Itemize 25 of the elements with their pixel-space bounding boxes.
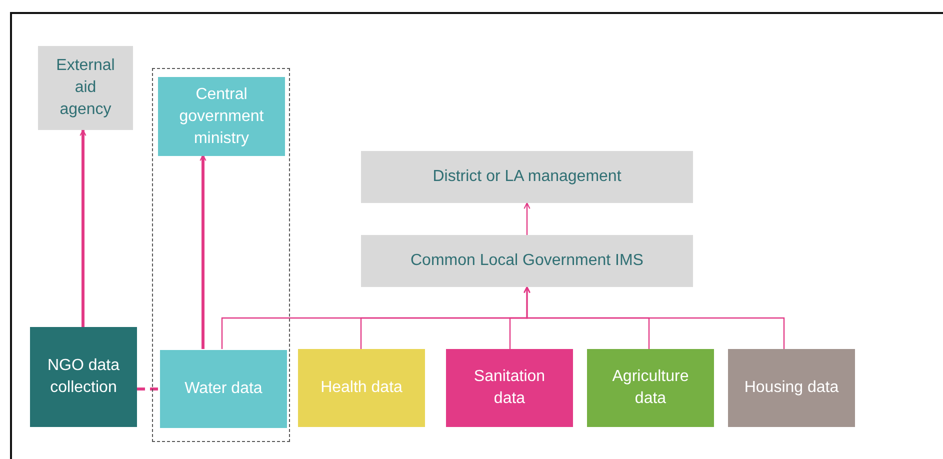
data-box — [298, 349, 425, 427]
data-box — [160, 350, 287, 428]
group-frame — [152, 68, 290, 442]
arrow — [80, 129, 86, 327]
arrow — [524, 202, 530, 235]
box-label: Health data — [320, 378, 404, 398]
box-label: Common Local Government IMS — [410, 251, 644, 271]
process-box — [30, 327, 137, 427]
process-box — [361, 235, 693, 287]
box-label: Housing data — [743, 378, 840, 398]
data-box — [728, 349, 855, 427]
box-label: Central government ministry — [178, 84, 265, 148]
box-label: Water data — [184, 379, 264, 399]
arrow — [200, 154, 206, 349]
box-label: Sanitation data — [472, 367, 546, 409]
arrow — [524, 286, 785, 349]
box-label: District or LA management — [432, 167, 622, 187]
data-box — [446, 349, 573, 427]
process-box — [361, 151, 693, 203]
box-label: NGO data collection — [46, 356, 121, 398]
data-box — [587, 349, 714, 427]
box-label: External aid agency — [55, 56, 116, 120]
box-label: Agriculture data — [611, 367, 690, 409]
process-box — [38, 46, 133, 130]
process-box — [158, 77, 285, 156]
